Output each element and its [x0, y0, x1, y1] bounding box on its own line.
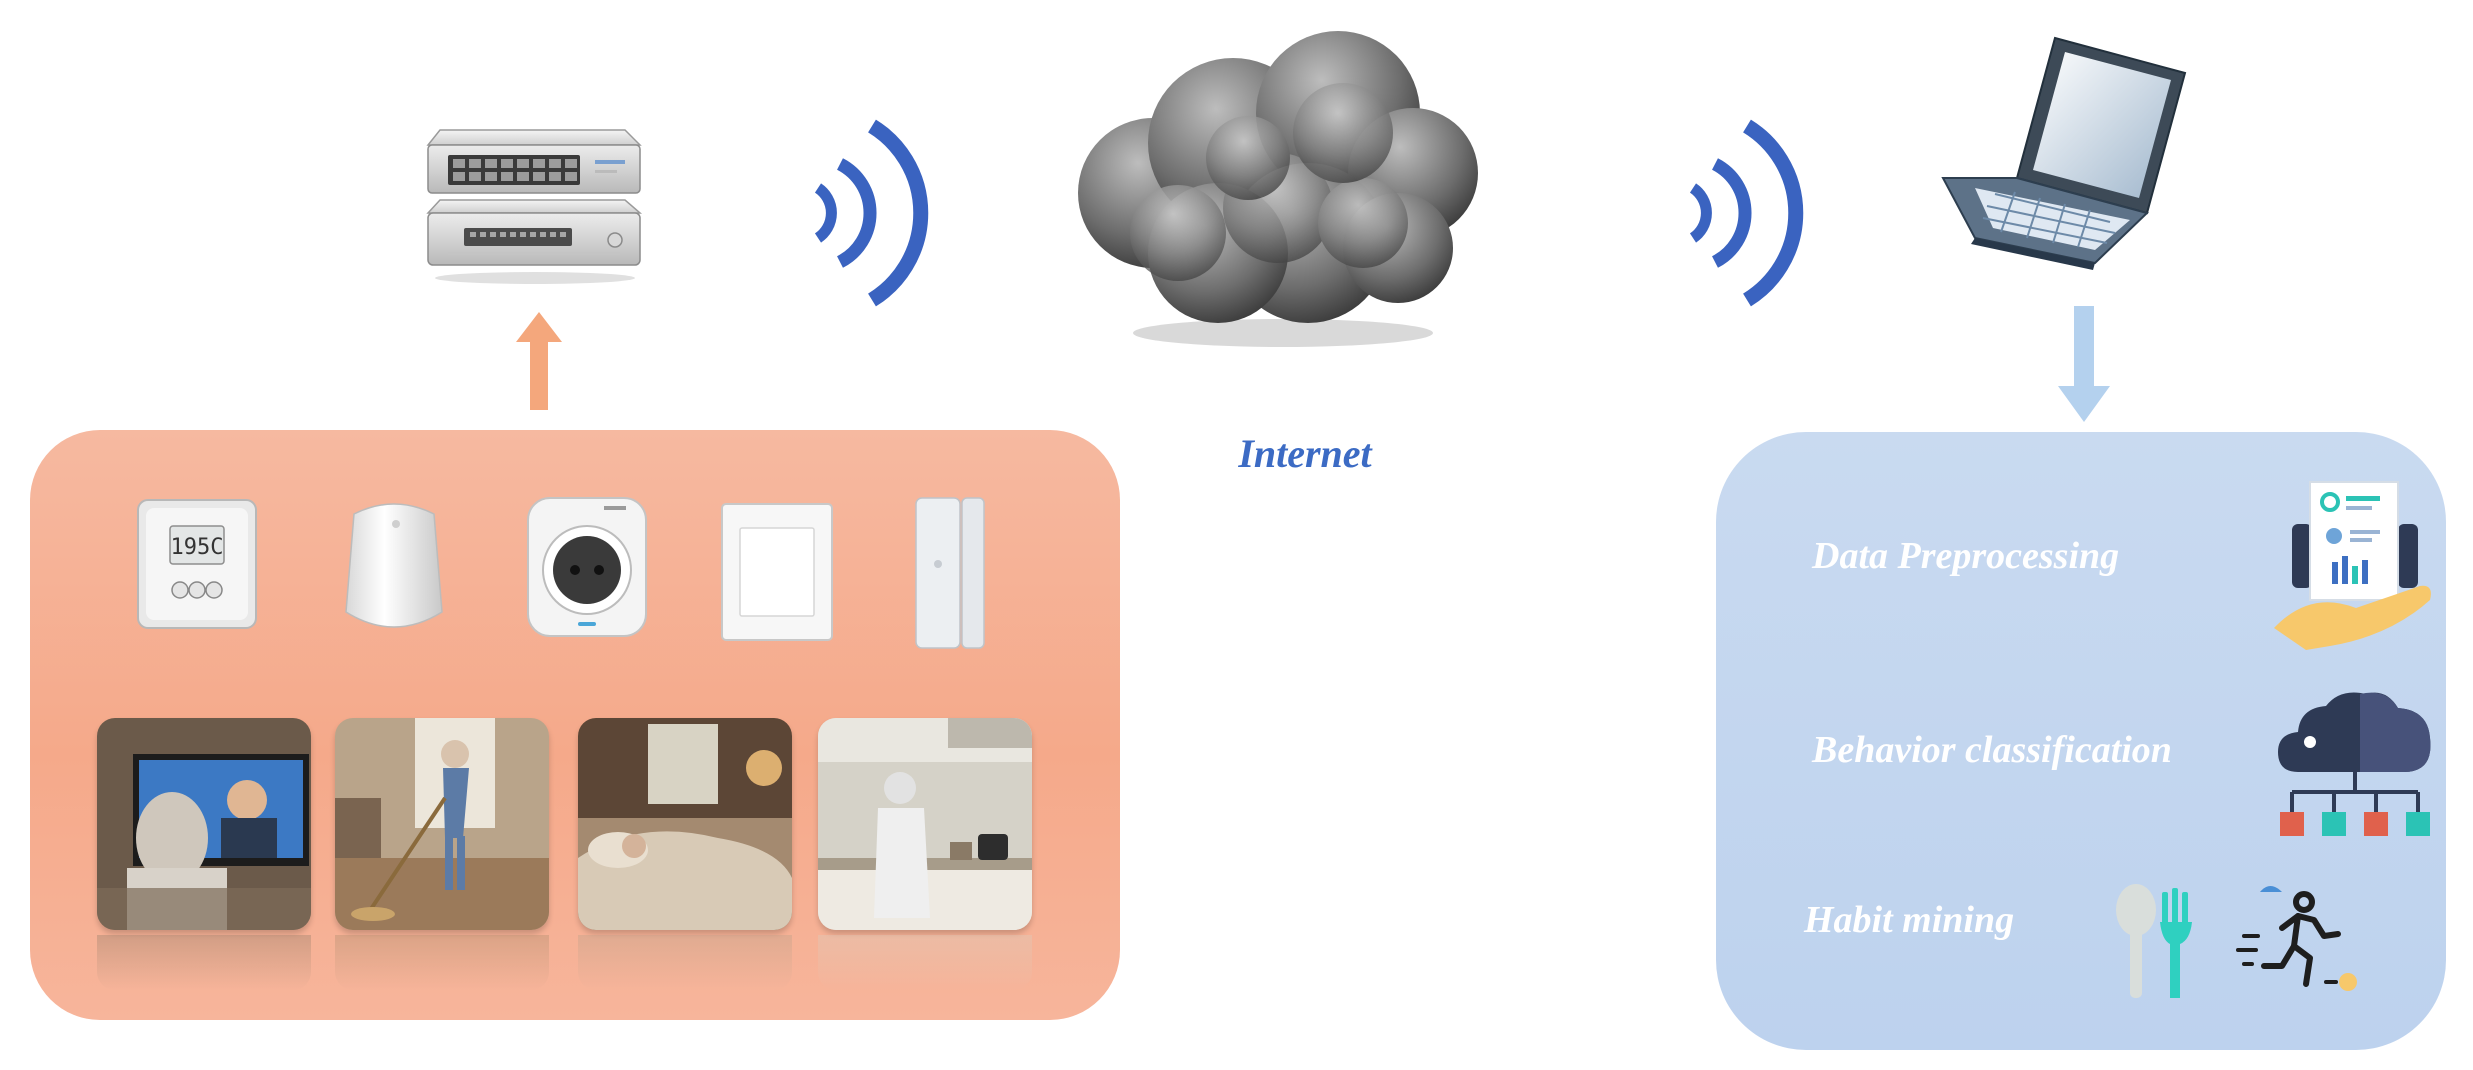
light-switch-device [721, 503, 833, 641]
task-label-behavior-classification: Behavior classification [1812, 729, 2172, 771]
cooking-scene [818, 718, 1032, 930]
smart-plug-device [527, 497, 647, 637]
activity-photo-watching-tv [97, 718, 311, 990]
running-person-icon [2236, 886, 2357, 991]
watching-tv-scene [97, 718, 311, 930]
thermostat-device: 195C [137, 499, 257, 629]
activity-photo-sweeping [335, 718, 549, 990]
data-report-icon [2274, 481, 2431, 650]
eating-utensils-icon [2116, 884, 2192, 998]
sweeping-scene [335, 718, 549, 930]
upload-arrow [516, 312, 562, 410]
activity-photo-cooking [818, 718, 1032, 990]
door-sensor-device [915, 497, 985, 649]
motion-sensor-device [345, 503, 443, 628]
thermostat-reading: 195C [171, 535, 224, 560]
task-label-habit-mining: Habit mining [1804, 899, 2015, 941]
download-arrow [2058, 306, 2110, 422]
wifi-signal-icon [1689, 119, 1804, 307]
internet-label: Internet [1238, 431, 1372, 476]
task-label-data-preprocessing: Data Preprocessing [1812, 535, 2120, 577]
sleeping-scene [578, 718, 792, 930]
wifi-signal-icon [814, 119, 929, 307]
activity-photo-sleeping [578, 718, 792, 990]
cloud-hierarchy-icon [2278, 692, 2431, 836]
network-switch-icon [426, 129, 643, 284]
internet-cloud-icon [1078, 31, 1478, 347]
laptop-icon [1941, 36, 2187, 270]
